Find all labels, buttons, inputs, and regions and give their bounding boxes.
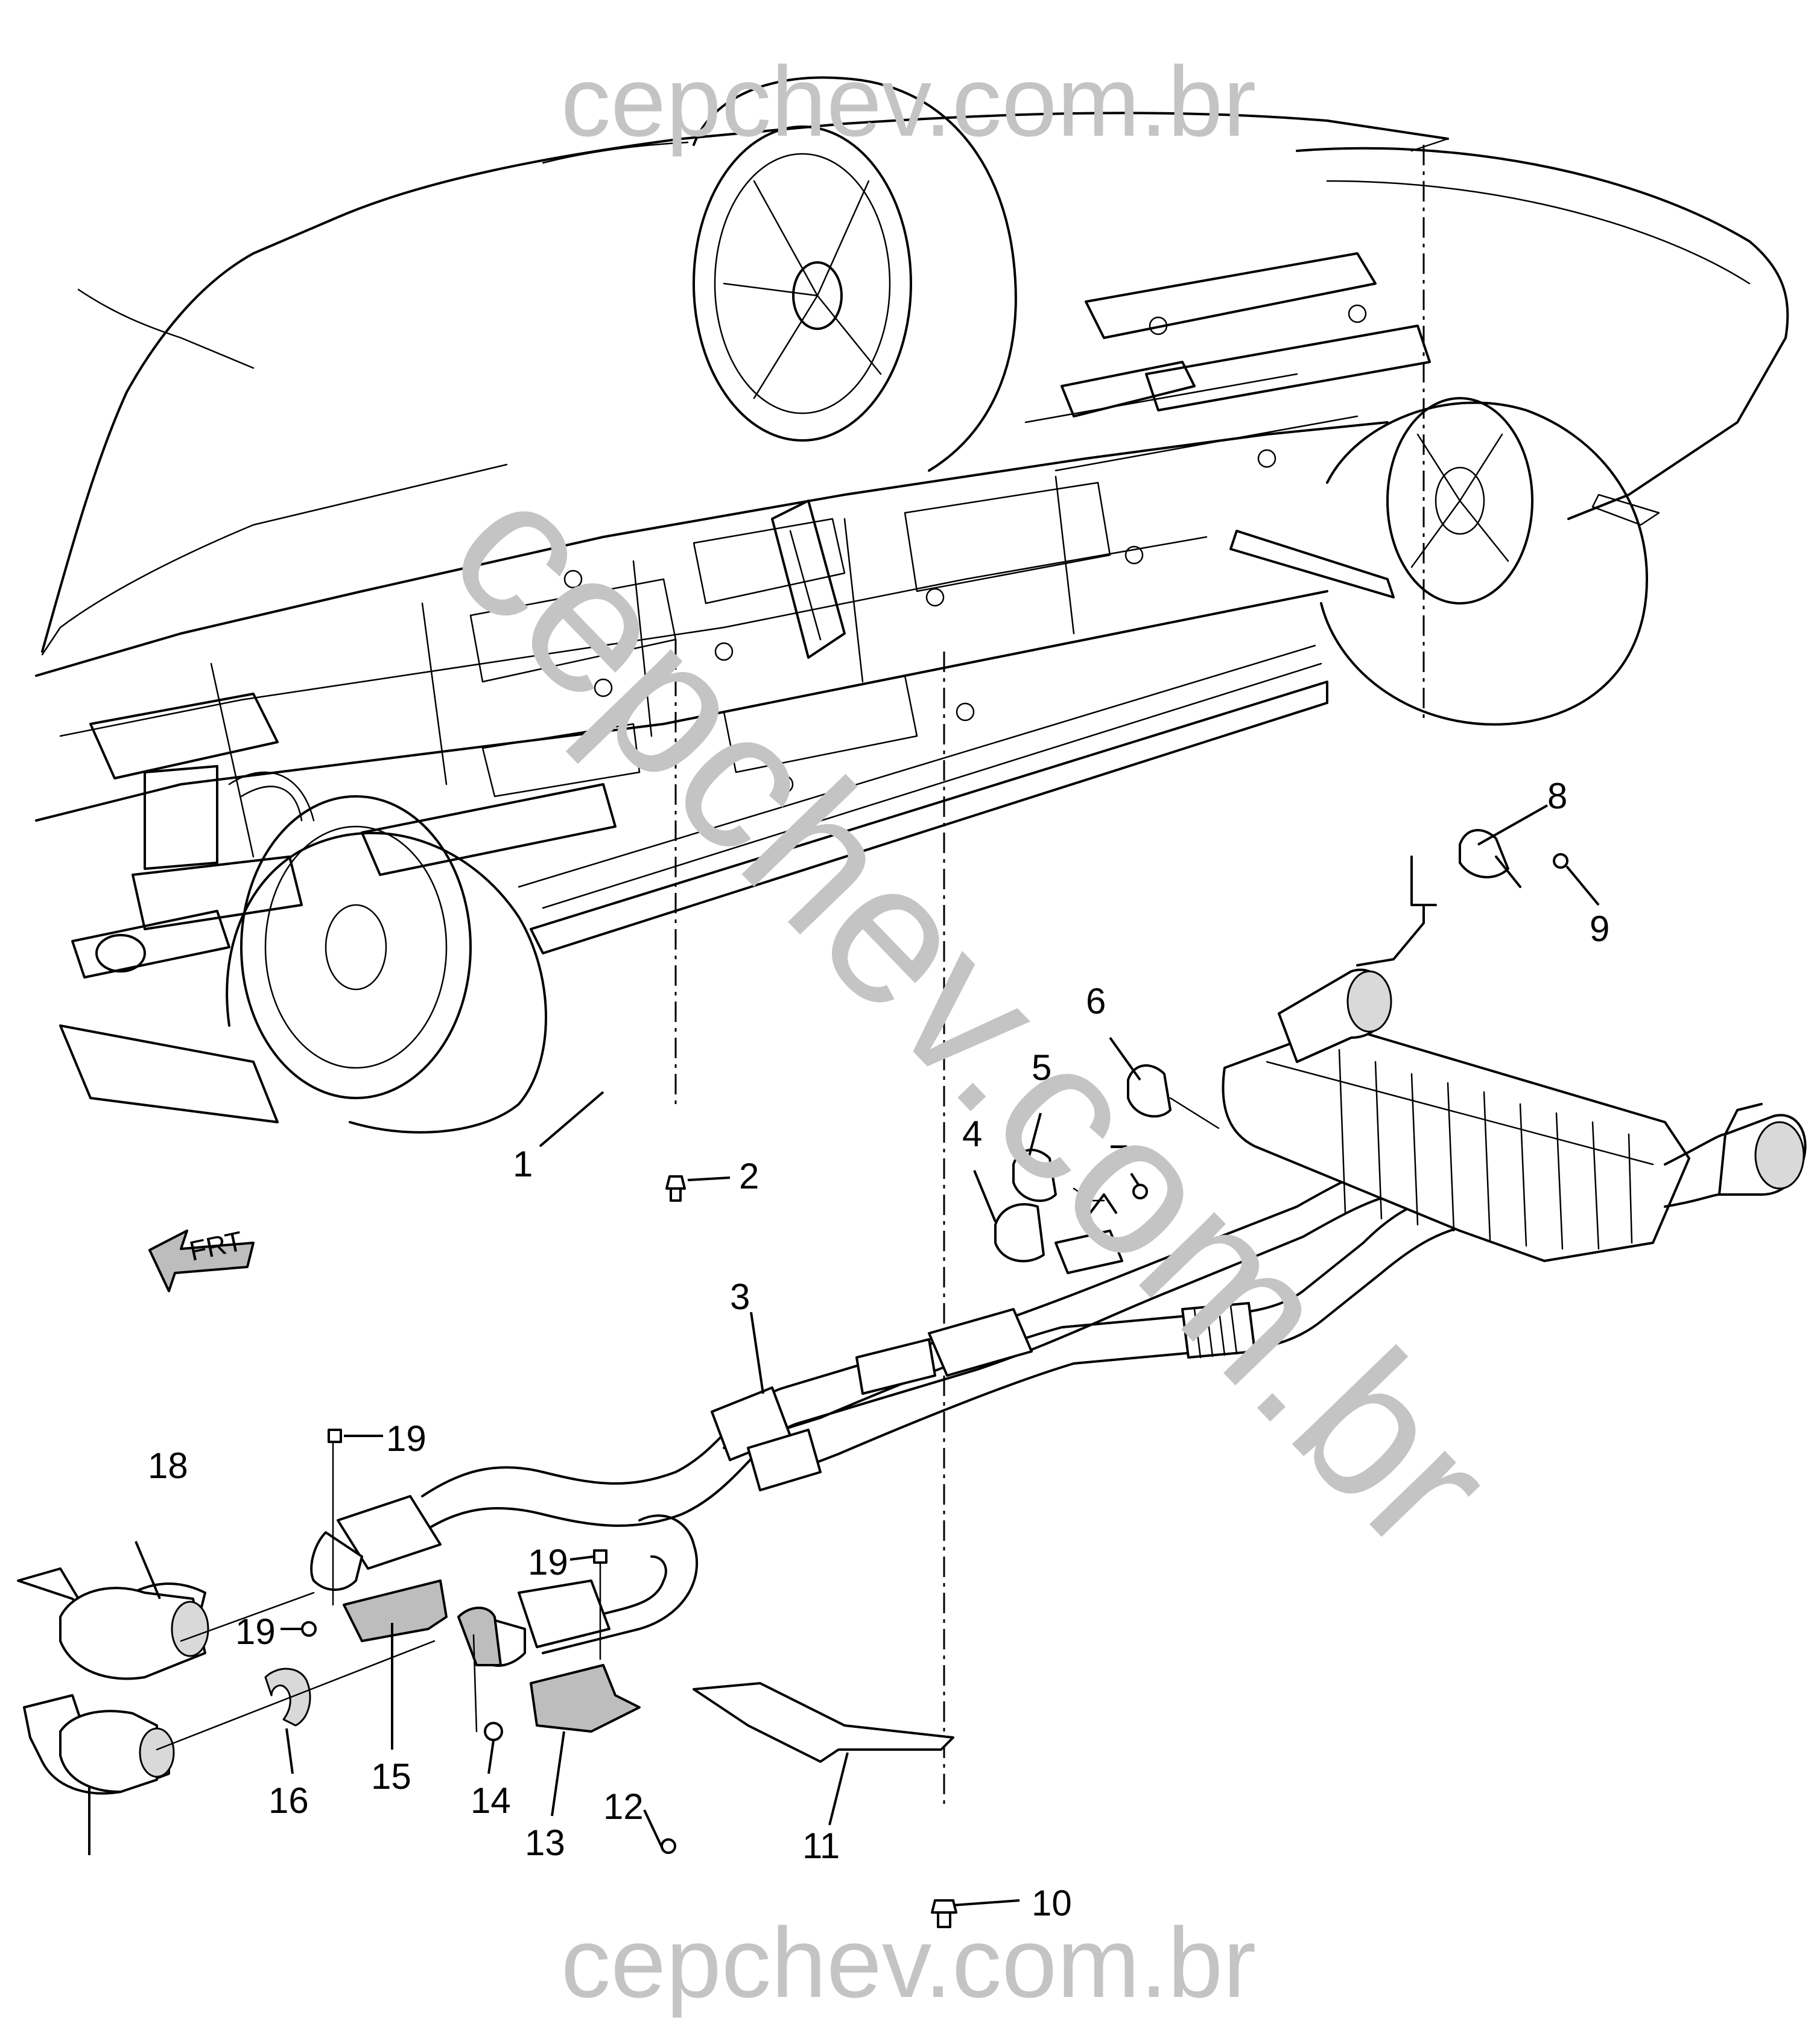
callout-19c: 19 bbox=[235, 1611, 276, 1652]
rear-wheel bbox=[693, 76, 1648, 726]
front-wheel bbox=[59, 765, 547, 1134]
callout-11: 11 bbox=[802, 1826, 840, 1866]
callout-6: 6 bbox=[1086, 981, 1106, 1021]
callout-4: 4 bbox=[962, 1114, 982, 1154]
callout-19a: 19 bbox=[386, 1418, 427, 1459]
callout-7: 7 bbox=[1109, 1138, 1129, 1178]
callout-10: 10 bbox=[1032, 1883, 1072, 1923]
callout-12: 12 bbox=[603, 1786, 644, 1827]
callout-8: 8 bbox=[1547, 776, 1567, 816]
exhaust-system bbox=[17, 829, 1807, 1928]
watermark-top: cepchev.com.br bbox=[561, 46, 1256, 157]
front-arrow-icon bbox=[148, 1230, 255, 1292]
callout-13: 13 bbox=[525, 1823, 565, 1863]
callout-18: 18 bbox=[148, 1446, 188, 1486]
callout-2: 2 bbox=[739, 1156, 759, 1196]
assembly-lines bbox=[674, 138, 1449, 1804]
callout-numbers: 1 2 3 4 5 6 7 8 9 10 11 12 13 14 15 16 1… bbox=[148, 776, 1609, 1923]
callout-15: 15 bbox=[371, 1756, 411, 1797]
callout-1: 1 bbox=[513, 1144, 533, 1184]
front-direction-marker: FRT bbox=[148, 1225, 255, 1292]
callout-5: 5 bbox=[1032, 1047, 1051, 1088]
callout-14: 14 bbox=[471, 1780, 511, 1821]
callout-3: 3 bbox=[730, 1277, 750, 1317]
callout-9: 9 bbox=[1590, 909, 1609, 949]
callout-19b: 19 bbox=[528, 1542, 568, 1582]
watermark-bottom: cepchev.com.br bbox=[561, 1907, 1256, 2018]
leader-lines bbox=[88, 804, 1600, 1906]
callout-16: 16 bbox=[268, 1780, 309, 1821]
